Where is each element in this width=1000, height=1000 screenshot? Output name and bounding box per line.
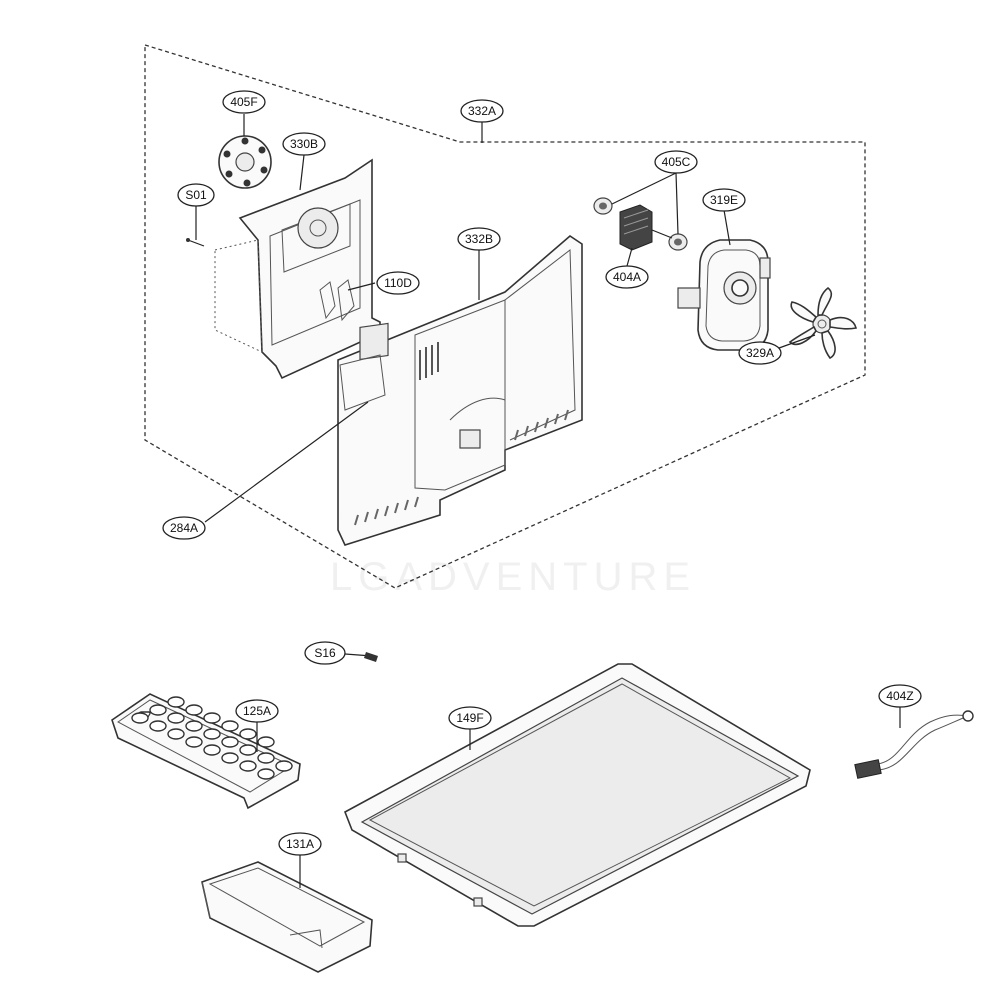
callout-label: 319E [710,193,738,207]
watermark-text: LGADVENTURE [330,555,696,599]
part-404A-motor [619,204,673,251]
part-332B-cover [337,234,583,546]
callout-405C: 405C [654,150,698,174]
callout-125A: 125A [235,699,279,723]
part-125A-ice-tray [111,693,301,810]
callout-label: 332A [468,104,496,118]
part-149F-glass-shelf [343,663,811,927]
leader-lines [195,114,901,888]
callout-S16: S16 [304,641,346,665]
callout-131A: 131A [278,832,322,856]
callout-330B: 330B [282,132,326,156]
part-329A-fan [788,286,857,360]
callout-label: 110D [384,276,412,290]
callout-label: 404A [613,270,641,284]
part-319E-bracket [677,239,771,351]
part-S01-screw [186,238,205,247]
callout-label: S01 [185,188,207,202]
callout-label: 125A [243,704,271,718]
callout-label: 404Z [886,689,913,703]
part-405F-disc [218,135,272,189]
callout-405F: 405F [222,90,266,114]
callout-284A: 284A [162,516,206,540]
callout-label: 284A [170,521,198,535]
part-S16-screw [344,652,378,662]
callout-329A: 329A [738,341,782,365]
callout-319E: 319E [702,188,746,212]
callout-label: 329A [746,346,774,360]
callout-149F: 149F [448,706,492,730]
part-404Z-harness [854,710,974,779]
part-131A-ice-bin [201,861,373,973]
callout-S01: S01 [177,183,215,207]
callout-label: 330B [290,137,318,151]
callout-label: 332B [465,232,493,246]
callout-label: 131A [286,837,314,851]
callout-label: 149F [456,711,483,725]
callout-404Z: 404Z [878,684,922,708]
callout-332B: 332B [457,227,501,251]
callout-label: 405F [230,95,257,109]
callout-110D: 110D [376,271,420,295]
part-405C-grommets [593,197,688,251]
callout-label: 405C [662,155,691,169]
callout-332A: 332A [460,99,504,123]
callout-label: S16 [314,646,336,660]
assembly-boundary [144,44,866,589]
leader-284A [204,401,369,523]
callout-404A: 404A [605,265,649,289]
part-330B-housing [214,158,381,380]
